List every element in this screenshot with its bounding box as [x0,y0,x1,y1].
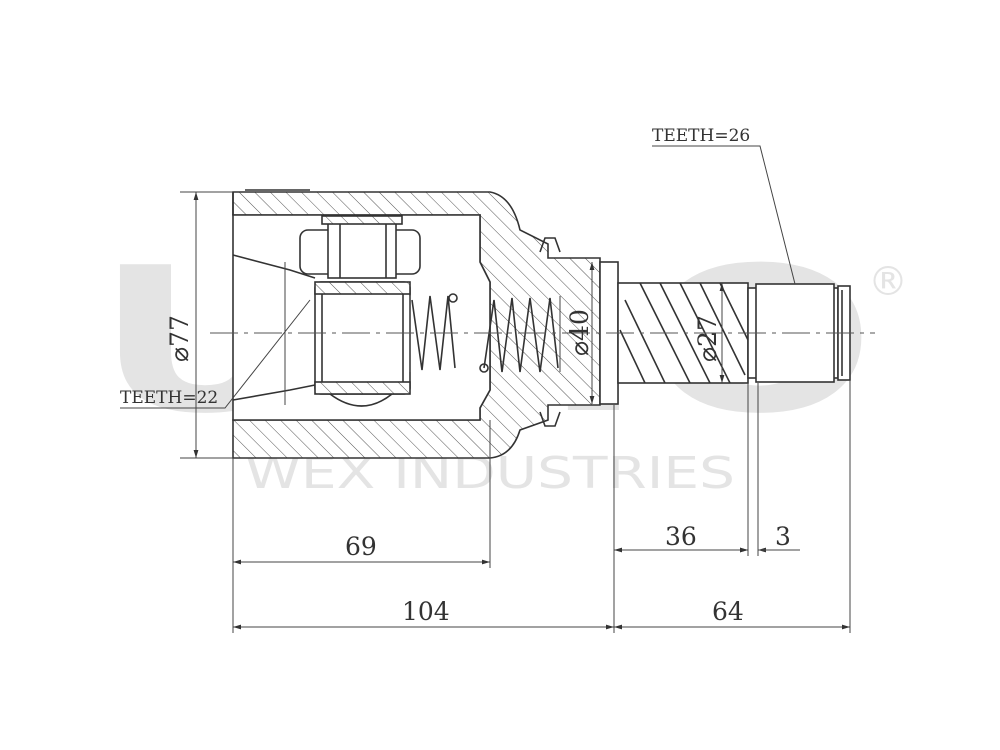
svg-text:⌀27: ⌀27 [693,315,722,362]
diameter-symbol: ⌀ [165,347,194,362]
dim-spline-length-value: 36 [665,522,697,551]
svg-text:⌀40: ⌀40 [565,309,594,356]
dim-groove-value: 3 [775,522,791,551]
dim-groove: 3 [728,522,800,553]
svg-text:⌀77: ⌀77 [165,315,194,362]
diameter-housing-value: 77 [165,315,194,347]
tripod-roller-center [314,281,411,407]
housing-cone [232,254,316,401]
leader-teeth-outer: TEETH=26 [652,126,796,285]
watermark-registered: ® [868,259,908,305]
tripod-roller-upper [299,215,421,279]
diameter-collar-value: 40 [565,309,594,341]
output-shaft [599,261,851,405]
teeth-outer-label: TEETH=26 [652,126,750,146]
clip-bottom [539,411,561,427]
dim-diameter-collar: ⌀40 [565,262,595,404]
dim-spline-length: 36 [614,522,748,553]
diameter-spline-value: 27 [693,315,722,347]
dim-diameter-housing: ⌀77 [165,191,233,459]
diameter-symbol: ⌀ [693,347,722,362]
dim-housing-depth-value: 69 [345,532,377,561]
teeth-inner-label: TEETH=22 [120,388,218,408]
diameter-symbol: ⌀ [565,341,594,356]
dim-housing-total-value: 104 [402,597,450,626]
dim-shaft-total-value: 64 [712,597,744,626]
dim-housing-depth: 69 [233,532,490,565]
leader-teeth-inner: TEETH=22 [120,299,311,409]
clip-top [539,237,561,253]
dim-shaft-total: 64 [614,597,850,630]
dim-housing-total: 104 [233,597,614,630]
spring [409,293,561,373]
dim-diameter-spline: ⌀27 [693,283,725,383]
extension-lines [232,380,851,633]
